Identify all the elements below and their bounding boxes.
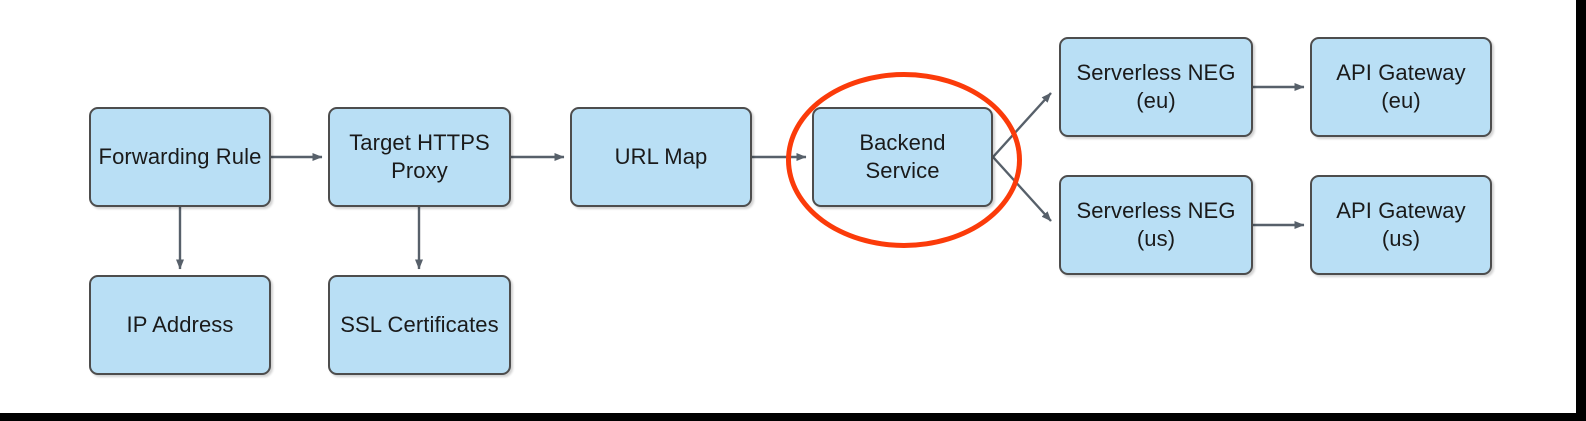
node-api-gateway-us[interactable]: API Gateway (us) (1310, 175, 1492, 275)
node-serverless-neg-us[interactable]: Serverless NEG (us) (1059, 175, 1253, 275)
node-target-https-proxy[interactable]: Target HTTPS Proxy (328, 107, 511, 207)
node-label-target-https-proxy: Target HTTPS Proxy (349, 129, 490, 183)
node-label-url-map: URL Map (614, 143, 708, 169)
node-label-serverless-neg-us: Serverless NEG (us) (1076, 197, 1236, 251)
node-label-api-gateway-eu: API Gateway (eu) (1336, 59, 1466, 113)
node-label-backend-service: Backend Service (859, 129, 946, 183)
edge-backend-to-neg-us (992, 156, 1052, 222)
node-label-ssl-certificates: SSL Certificates (340, 311, 499, 337)
window-right-border (1576, 0, 1586, 421)
node-ssl-certificates[interactable]: SSL Certificates (328, 275, 511, 375)
node-api-gateway-eu[interactable]: API Gateway (eu) (1310, 37, 1492, 137)
node-serverless-neg-eu[interactable]: Serverless NEG (eu) (1059, 37, 1253, 137)
node-ip-address[interactable]: IP Address (89, 275, 271, 375)
node-url-map[interactable]: URL Map (570, 107, 752, 207)
window-bottom-border (0, 413, 1586, 421)
node-backend-service[interactable]: Backend Service (812, 107, 993, 207)
node-label-forwarding-rule: Forwarding Rule (98, 143, 262, 169)
edge-backend-to-neg-eu (992, 92, 1052, 158)
node-forwarding-rule[interactable]: Forwarding Rule (89, 107, 271, 207)
node-label-serverless-neg-eu: Serverless NEG (eu) (1076, 59, 1236, 113)
node-label-api-gateway-us: API Gateway (us) (1336, 197, 1466, 251)
node-label-ip-address: IP Address (126, 311, 234, 337)
